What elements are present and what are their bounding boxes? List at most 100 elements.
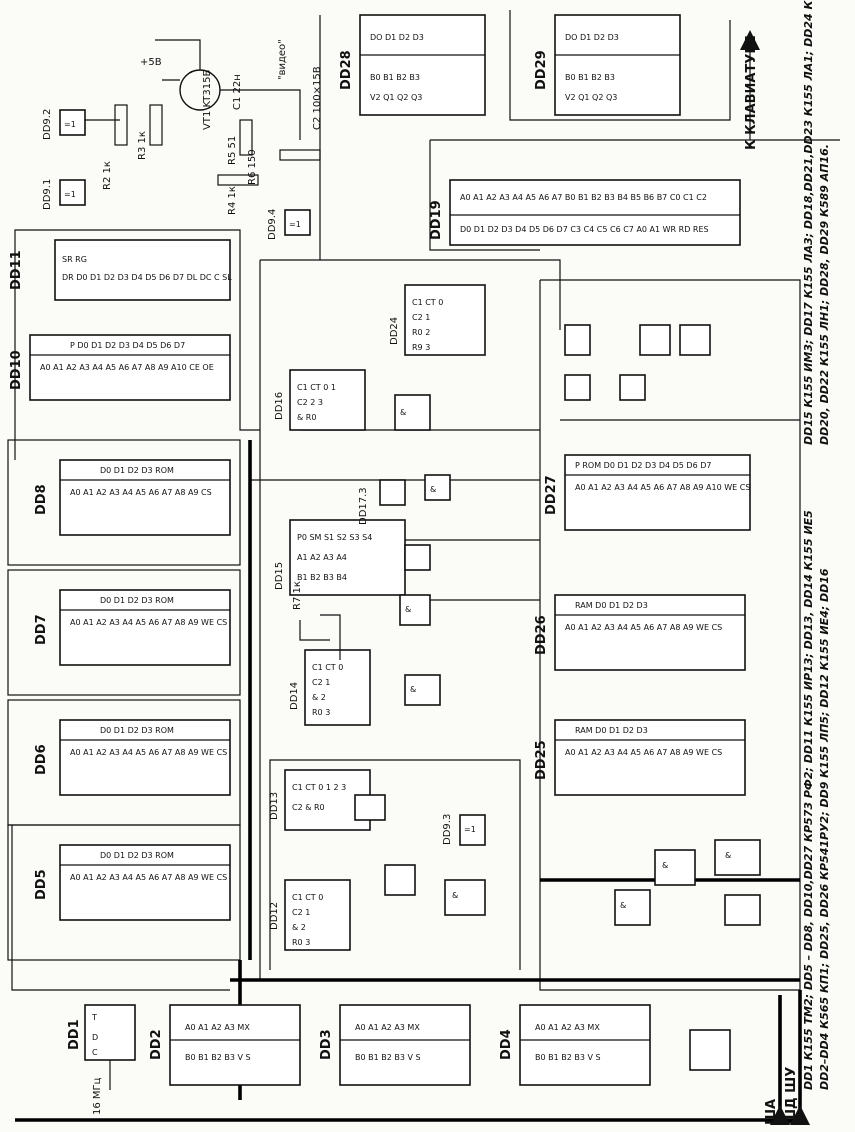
svg-text:A0 A1 A2 A3 A4 A5 A6 A7 A8 A9: A0 A1 A2 A3 A4 A5 A6 A7 A8 A9 WE CS bbox=[70, 748, 227, 757]
svg-text:&: & bbox=[410, 685, 416, 694]
chip-dd17-3-label: DD17.3 bbox=[358, 487, 369, 525]
svg-text:A0 A1 A2 A3 A4 A5 A6 A7 A8 A9: A0 A1 A2 A3 A4 A5 A6 A7 A8 A9 A10 WE CS bbox=[575, 483, 750, 492]
chip-dd29: DO D1 D2 D3 B0 B1 B2 B3 V2 Q1 Q2 Q3 DD29 bbox=[534, 14, 681, 116]
svg-text:B0 B1 B2 B3 V S: B0 B1 B2 B3 V S bbox=[535, 1053, 601, 1062]
chip-dd9-2: =1 DD9.2 bbox=[42, 109, 86, 140]
svg-text:& R0: & R0 bbox=[297, 413, 316, 422]
transistor-vt1-icon bbox=[179, 69, 221, 111]
chip-dd29-label: DD29 bbox=[534, 50, 549, 90]
svg-text:C2 1: C2 1 bbox=[312, 678, 330, 687]
svg-text:B1 B2 B3 B4: B1 B2 B3 B4 bbox=[297, 573, 347, 582]
chip-dd2: DD2 A0 A1 A2 A3 MX B0 B1 B2 B3 V S bbox=[149, 1004, 301, 1086]
clock-label: 16 МГц bbox=[92, 1077, 103, 1115]
right-gates: & & & bbox=[564, 324, 761, 1071]
svg-text:&: & bbox=[400, 408, 406, 417]
svg-text:& 2: & 2 bbox=[292, 923, 306, 932]
svg-text:C: C bbox=[92, 1048, 98, 1057]
chip-dd19-label: DD19 bbox=[429, 200, 444, 240]
svg-text:V2 Q1 Q2 Q3: V2 Q1 Q2 Q3 bbox=[370, 93, 422, 102]
svg-text:A0 A1 A2 A3 A4 A5 A6 A7 A8 A9: A0 A1 A2 A3 A4 A5 A6 A7 A8 A9 WE CS bbox=[565, 748, 722, 757]
svg-text:RAM D0 D1 D2 D3: RAM D0 D1 D2 D3 bbox=[575, 601, 648, 610]
chip-dd1-label: DD1 bbox=[67, 1019, 82, 1050]
svg-text:&: & bbox=[430, 485, 436, 494]
note-line-3: DD15 К155 ИМ3; DD17 К155 ЛА3; DD18,DD21,… bbox=[802, 0, 815, 445]
svg-text:A1 A2 A3 A4: A1 A2 A3 A4 bbox=[297, 553, 347, 562]
svg-text:D0 D1 D2 D3 ROM: D0 D1 D2 D3 ROM bbox=[100, 726, 174, 735]
svg-text:R0 2: R0 2 bbox=[412, 328, 430, 337]
svg-text:R0 3: R0 3 bbox=[312, 708, 330, 717]
chip-dd14: C1 CT 0 C2 1 & 2 R0 3 DD14 bbox=[289, 649, 371, 726]
svg-text:T: T bbox=[91, 1013, 97, 1022]
chip-dd27-label: DD27 bbox=[544, 475, 559, 515]
chip-dd9-4-label: DD9.4 bbox=[267, 209, 278, 240]
chip-dd15: P0 SM S1 S2 S3 S4 A1 A2 A3 A4 B1 B2 B3 B… bbox=[274, 519, 406, 596]
svg-text:A0 A1 A2 A3 A4 A5 A6 A7 A8 A9: A0 A1 A2 A3 A4 A5 A6 A7 A8 A9 WE CS bbox=[70, 873, 227, 882]
video-label: "видео" bbox=[277, 39, 288, 80]
svg-text:P ROM D0 D1 D2 D3 D4 D5 D6 D7: P ROM D0 D1 D2 D3 D4 D5 D6 D7 bbox=[575, 461, 711, 470]
svg-text:A0 A1 A2 A3 A4 A5 A6 A7 A8 A9: A0 A1 A2 A3 A4 A5 A6 A7 A8 A9 WE CS bbox=[70, 618, 227, 627]
chip-dd26-label: DD26 bbox=[534, 615, 549, 655]
chip-dd28: DO D1 D2 D3 B0 B1 B2 B3 V2 Q1 Q2 Q3 DD28 bbox=[339, 14, 486, 116]
svg-text:=1: =1 bbox=[289, 220, 301, 229]
r4-label: R4 1к bbox=[227, 186, 238, 215]
svg-text:&: & bbox=[620, 901, 626, 910]
shd-shu-label: ШД ШУ bbox=[784, 1067, 799, 1125]
r6-label: R6 150 bbox=[247, 149, 258, 185]
chip-dd6: DD6 A0 A1 A2 A3 A4 A5 A6 A7 A8 A9 WE CS … bbox=[34, 719, 231, 796]
chip-dd9-3-label: DD9.3 bbox=[442, 814, 453, 845]
chip-dd3: DD3 A0 A1 A2 A3 MX B0 B1 B2 B3 V S bbox=[319, 1004, 471, 1086]
svg-text:B0 B1 B2 B3 V S: B0 B1 B2 B3 V S bbox=[355, 1053, 421, 1062]
chip-dd9-2-label: DD9.2 bbox=[42, 109, 53, 140]
svg-text:A0 A1 A2 A3 A4 A5 A6 A7 A8 A9: A0 A1 A2 A3 A4 A5 A6 A7 A8 A9 A10 CE OE bbox=[40, 363, 214, 372]
logic-gates: & & & & & DD17.3 R7 1к bbox=[292, 394, 486, 916]
chip-dd7-label: DD7 bbox=[34, 614, 49, 645]
chip-dd2-label: DD2 bbox=[149, 1029, 164, 1060]
r3-label: R3 1к bbox=[137, 131, 148, 160]
chip-dd16-label: DD16 bbox=[274, 392, 285, 420]
svg-text:=1: =1 bbox=[64, 120, 76, 129]
keyboard-arrow-icon bbox=[740, 30, 760, 50]
chip-dd6-label: DD6 bbox=[34, 744, 49, 775]
left-blocks bbox=[7, 439, 241, 961]
chip-dd26: A0 A1 A2 A3 A4 A5 A6 A7 A8 A9 WE CS RAM … bbox=[534, 594, 746, 671]
c2-label: C2 100×15В bbox=[312, 66, 323, 130]
chip-dd27: A0 A1 A2 A3 A4 A5 A6 A7 A8 A9 A10 WE CS … bbox=[544, 454, 751, 531]
svg-text:D0 D1 D2 D3 ROM: D0 D1 D2 D3 ROM bbox=[100, 466, 174, 475]
chip-dd14-label: DD14 bbox=[289, 682, 300, 710]
chip-dd25-label: DD25 bbox=[534, 740, 549, 780]
svg-text:A0 A1 A2 A3 MX: A0 A1 A2 A3 MX bbox=[185, 1023, 250, 1032]
chip-dd8: DD8 A0 A1 A2 A3 A4 A5 A6 A7 A8 A9 CS D0 … bbox=[34, 459, 231, 536]
svg-text:D0 D1 D2 D3 ROM: D0 D1 D2 D3 ROM bbox=[100, 596, 174, 605]
svg-text:A0 A1 A2 A3 A4 A5 A6 A7 B0 B1: A0 A1 A2 A3 A4 A5 A6 A7 B0 B1 B2 B3 B4 B… bbox=[460, 193, 707, 202]
c1-label: C1 22н bbox=[232, 74, 243, 110]
svg-text:&: & bbox=[662, 861, 668, 870]
chip-dd16: C1 CT 0 1 C2 2 3 & R0 DD16 bbox=[274, 369, 366, 431]
svg-text:&: & bbox=[405, 605, 411, 614]
svg-text:C1 CT 0: C1 CT 0 bbox=[412, 298, 443, 307]
note-line-2: DD2–DD4 К565 КП1; DD25, DD26 КР541РУ2; D… bbox=[818, 568, 831, 1090]
sha-label: ША bbox=[764, 1099, 779, 1125]
chip-dd12-label: DD12 bbox=[269, 902, 280, 930]
chip-dd24-label: DD24 bbox=[389, 317, 400, 345]
svg-text:D0 D1 D2 D3 ROM: D0 D1 D2 D3 ROM bbox=[100, 851, 174, 860]
keyboard-label: К КЛАВИАТУРЕ bbox=[744, 35, 759, 150]
svg-text:RAM D0 D1 D2 D3: RAM D0 D1 D2 D3 bbox=[575, 726, 648, 735]
svg-text:C1 CT 0: C1 CT 0 bbox=[312, 663, 343, 672]
chip-dd5: DD5 A0 A1 A2 A3 A4 A5 A6 A7 A8 A9 WE CS … bbox=[34, 844, 231, 921]
svg-text:A0 A1 A2 A3 A4 A5 A6 A7 A8 A9: A0 A1 A2 A3 A4 A5 A6 A7 A8 A9 WE CS bbox=[565, 623, 722, 632]
svg-text:=1: =1 bbox=[464, 825, 476, 834]
svg-text:&: & bbox=[452, 891, 458, 900]
svg-text:&: & bbox=[725, 851, 731, 860]
svg-text:C2 1: C2 1 bbox=[292, 908, 310, 917]
chip-dd13-label: DD13 bbox=[269, 792, 280, 820]
vt1-label: VT1 KT315Б bbox=[202, 70, 213, 130]
svg-text:B0 B1 B2 B3: B0 B1 B2 B3 bbox=[370, 73, 420, 82]
svg-text:=1: =1 bbox=[64, 190, 76, 199]
r5-label: R5 51 bbox=[227, 136, 238, 165]
svg-text:R9 3: R9 3 bbox=[412, 343, 430, 352]
bus-arrow-shd-icon bbox=[790, 1105, 810, 1125]
chip-dd8-label: DD8 bbox=[34, 484, 49, 515]
chip-dd9-1: =1 DD9.1 bbox=[42, 179, 86, 210]
